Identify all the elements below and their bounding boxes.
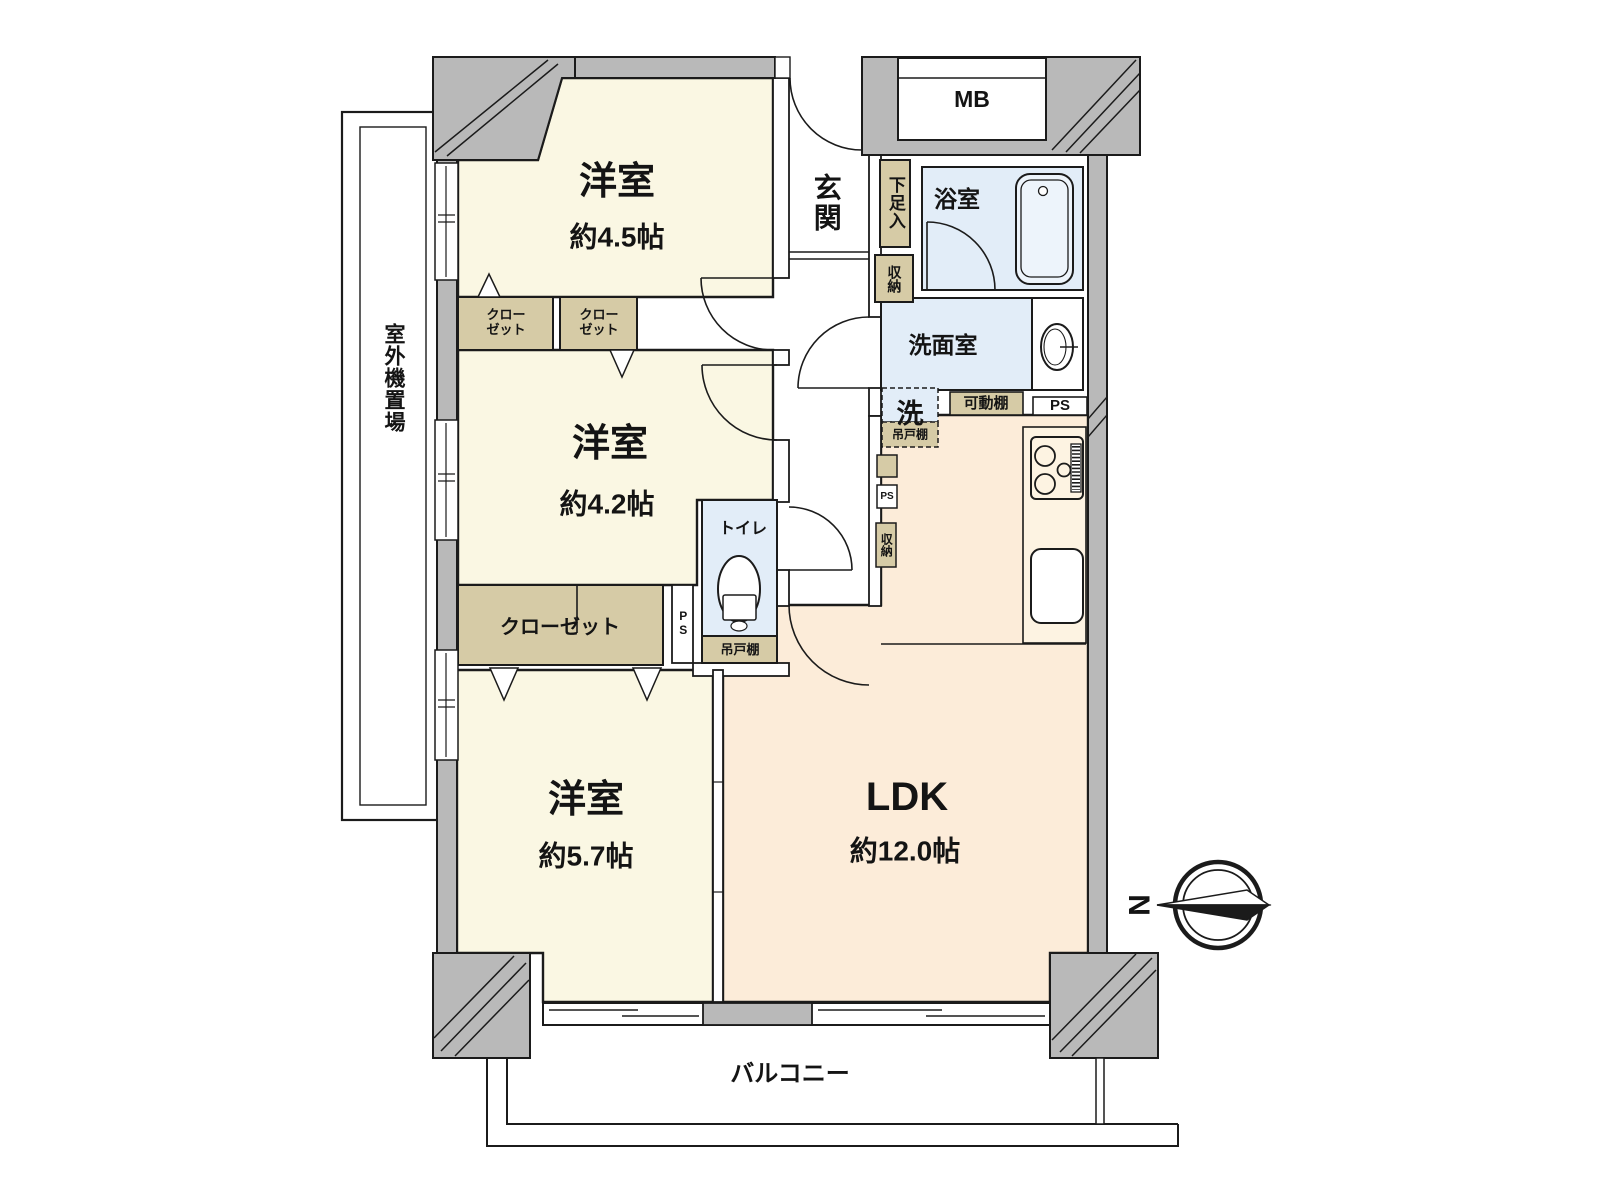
ps-toilet-box bbox=[671, 584, 694, 664]
toilet-door bbox=[788, 506, 853, 571]
north-label: N bbox=[1123, 894, 1157, 916]
hanging-cupboard-kitchen-box bbox=[881, 421, 939, 448]
washroom-floor bbox=[880, 297, 1033, 391]
shoe-cabinet-box bbox=[879, 159, 911, 248]
meter-box bbox=[897, 57, 1047, 141]
hanging-cupboard-toilet-label: 吊戸棚 bbox=[720, 642, 760, 658]
kitchen-side-shelf bbox=[876, 454, 898, 478]
entrance-storage-label: 収納 bbox=[886, 265, 903, 293]
room3-name: 洋室 bbox=[547, 779, 625, 822]
ps-toilet-label: PS bbox=[676, 609, 691, 637]
left-wall-windows bbox=[434, 162, 459, 761]
entrance-step bbox=[789, 251, 869, 260]
ps-kitchen-box bbox=[876, 484, 898, 509]
window bbox=[434, 649, 459, 761]
kitchen-storage-label: 収納 bbox=[879, 533, 894, 557]
washroom-label: 洗面室 bbox=[908, 331, 978, 358]
window bbox=[434, 162, 459, 281]
toilet-icon bbox=[717, 555, 761, 632]
balcony-sliding-windows bbox=[542, 1002, 1051, 1026]
closet-a-label: クロー ゼット bbox=[486, 307, 526, 337]
closet-main-box bbox=[457, 584, 664, 666]
ldk-door bbox=[788, 604, 870, 686]
compass-icon bbox=[1156, 859, 1272, 951]
room2-door bbox=[701, 364, 778, 441]
folding-door-markers bbox=[476, 272, 663, 702]
balcony-railing bbox=[486, 1057, 1179, 1147]
entrance-label: 玄関 bbox=[810, 173, 842, 233]
washbasin-icon bbox=[1040, 323, 1078, 371]
room-floors bbox=[455, 76, 1090, 1004]
outdoor-unit-label: 室外機置場 bbox=[382, 323, 406, 433]
movable-shelf-label: 可動棚 bbox=[963, 395, 1009, 413]
bathtub-icon bbox=[1015, 173, 1074, 285]
movable-shelf-box bbox=[949, 391, 1024, 416]
bathroom-door bbox=[926, 221, 996, 291]
ldk-size: 約12.0帖 bbox=[849, 835, 961, 867]
sliding-partition bbox=[712, 669, 724, 1003]
closet-main-label: クローゼット bbox=[500, 616, 620, 639]
outdoor-unit-area-outline bbox=[340, 110, 442, 822]
ldk-name: LDK bbox=[865, 775, 949, 819]
toilet-label: トイレ bbox=[718, 520, 768, 538]
hanging-cupboard-kitchen-label: 吊戸棚 bbox=[891, 427, 929, 442]
room2-size: 約4.2帖 bbox=[559, 488, 655, 520]
closet-a-box bbox=[457, 296, 554, 351]
door-arcs bbox=[700, 77, 996, 686]
entrance-storage-box bbox=[874, 254, 914, 303]
balcony-label: バルコニー bbox=[730, 1060, 850, 1088]
room1-name: 洋室 bbox=[578, 161, 656, 204]
room2-name: 洋室 bbox=[571, 423, 649, 466]
washroom-door bbox=[797, 316, 870, 389]
washer-space-box bbox=[881, 387, 939, 423]
closet-b-box bbox=[559, 296, 638, 351]
meter-box-label: MB bbox=[954, 85, 990, 112]
ps-kitchen-label: PS bbox=[880, 490, 894, 502]
hanging-cupboard-toilet-box bbox=[701, 635, 778, 664]
kitchen-sink-icon bbox=[1030, 548, 1084, 624]
kitchen-storage-box bbox=[875, 522, 897, 568]
shoe-cabinet-label: 下足入 bbox=[885, 176, 905, 230]
ps-right-label: PS bbox=[1049, 397, 1071, 415]
room3-size: 約5.7帖 bbox=[538, 840, 634, 872]
closet-b-label: クロー ゼット bbox=[579, 307, 619, 337]
bathroom-label: 浴室 bbox=[934, 185, 980, 212]
room1-door bbox=[700, 277, 774, 351]
stove-icon bbox=[1030, 436, 1084, 500]
window bbox=[434, 419, 459, 541]
washer-space-label: 洗 bbox=[896, 398, 924, 429]
entrance-door bbox=[789, 77, 863, 151]
room1-size: 約4.5帖 bbox=[569, 221, 665, 253]
wall-pier bbox=[702, 1002, 813, 1026]
